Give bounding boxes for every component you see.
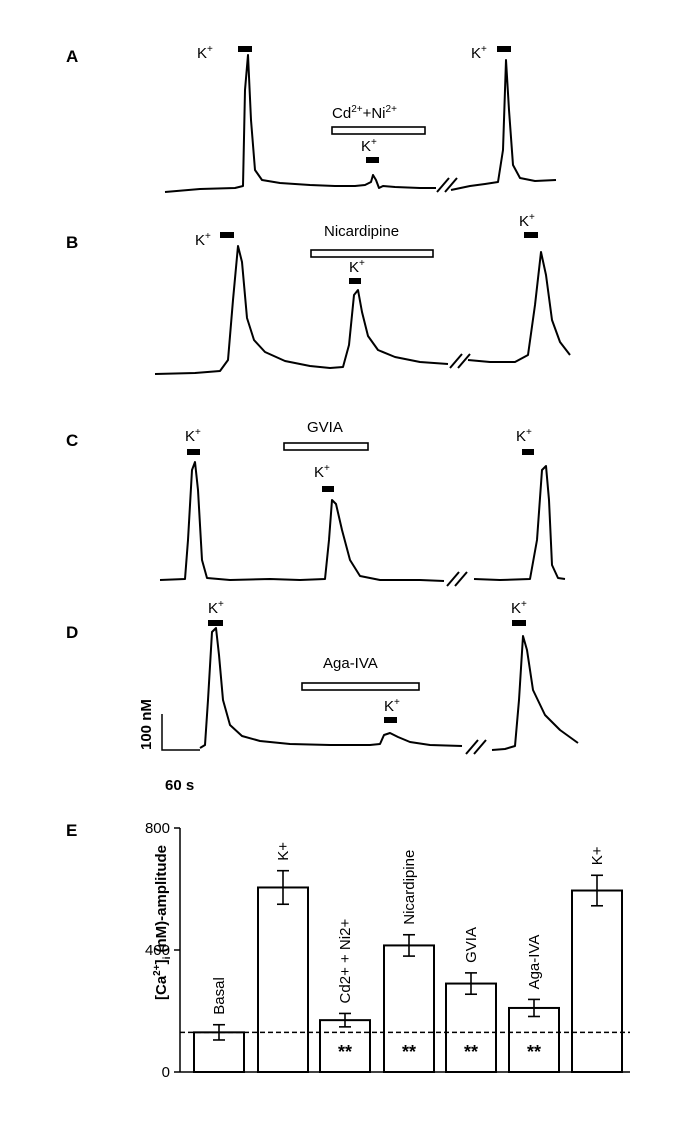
panel-a-k-pulse-1: [238, 46, 252, 52]
panel-d-drug-bar: [301, 682, 420, 691]
panel-c-k-label-3: K+: [516, 427, 532, 445]
panel-a-trace-1: [164, 54, 436, 193]
panel-d-k-pulse-3: [512, 620, 526, 626]
panel-b-k-label-1: K+: [195, 231, 211, 249]
panel-c-letter: C: [66, 431, 78, 450]
panel-b-k-pulse-1: [220, 232, 234, 238]
panel-a-k-pulse-3: [497, 46, 511, 52]
category-label: Basal: [211, 977, 228, 1015]
panel-d-k-pulse-1: [208, 620, 223, 626]
significance-label: **: [402, 1042, 416, 1062]
scale-bar: 100 nM 60 s: [138, 699, 200, 794]
panel-d-trace-2: [491, 635, 579, 751]
panel-c-break-2: [454, 571, 468, 587]
panel-a-break-1: [436, 177, 450, 193]
panel-b-break-1: [449, 353, 463, 369]
panel-a-break-2: [444, 177, 458, 193]
panel-b-trace-1: [154, 245, 449, 375]
panel-c-k-label-2: K+: [314, 463, 330, 481]
y-axis-label: [Ca2+]i (nM)-amplitude: [152, 845, 173, 1000]
bar-1: [257, 886, 309, 1073]
y-tick-label: 0: [162, 1064, 170, 1081]
category-label: Cd2+ + Ni2+: [337, 919, 354, 1004]
bar-6: [571, 889, 623, 1074]
panel-c-trace-2: [473, 465, 566, 581]
panel-c-k-pulse-2: [322, 486, 334, 492]
panel-a-letter: A: [66, 47, 78, 66]
category-label: K+: [275, 842, 292, 861]
panel-c-break-1: [446, 571, 460, 587]
panel-a-trace-2: [450, 59, 557, 191]
bar-3: [383, 944, 435, 1073]
panel-a-k-label-2: K+: [361, 137, 377, 155]
bar-2: [319, 1019, 371, 1074]
panel-d-k-pulse-2: [384, 717, 397, 723]
y-tick-label: 400: [145, 942, 170, 959]
category-label: GVIA: [463, 927, 480, 963]
panel-d-break-1: [465, 739, 479, 755]
significance-label: **: [464, 1042, 478, 1062]
bar-5: [508, 1006, 560, 1074]
panel-a-drug-label: Cd2++Ni2+: [332, 104, 397, 122]
panel-b-letter: B: [66, 233, 78, 252]
panel-d-trace-1: [199, 627, 463, 749]
panel-d-k-label-2: K+: [384, 697, 400, 715]
panel-a-k-label-3: K+: [471, 44, 487, 62]
panel-c-k-label-1: K+: [185, 427, 201, 445]
panel-e-letter: E: [66, 821, 77, 840]
category-label: Nicardipine: [401, 850, 418, 925]
panel-b-k-pulse-2: [349, 278, 361, 284]
panel-a-k-pulse-2: [366, 157, 379, 163]
panel-c-drug-bar: [283, 442, 369, 451]
panel-c-trace-1: [159, 461, 445, 582]
panel-d-k-label-3: K+: [511, 599, 527, 617]
scale-bar-x-label: 60 s: [165, 777, 194, 794]
category-label: K+: [589, 846, 606, 865]
panel-d-break-2: [473, 739, 487, 755]
panel-c-k-pulse-1: [187, 449, 200, 455]
panel-c-drug-label: GVIA: [307, 419, 343, 436]
significance-label: **: [338, 1042, 352, 1062]
y-tick-label: 800: [145, 820, 170, 837]
panel-b-trace-2: [467, 251, 571, 363]
panel-c-k-pulse-3: [522, 449, 534, 455]
panel-a-drug-bar: [331, 126, 426, 135]
significance-label: **: [527, 1042, 541, 1062]
category-label: Aga-IVA: [526, 935, 543, 990]
panel-d-k-label-1: K+: [208, 599, 224, 617]
panel-b-k-label-3: K+: [519, 212, 535, 230]
panel-c: C K+ GVIA K+ K+: [66, 419, 566, 587]
panel-b-drug-bar: [310, 249, 434, 258]
scale-bar-y-label: 100 nM: [138, 699, 155, 750]
panel-d: D K+ Aga-IVA K+ K+: [66, 599, 579, 755]
panel-b-break-2: [457, 353, 471, 369]
panel-b-k-label-2: K+: [349, 258, 365, 276]
panel-d-letter: D: [66, 623, 78, 642]
panel-a-k-label-1: K+: [197, 44, 213, 62]
panel-b: B K+ Nicardipine K+ K+: [66, 212, 571, 375]
scale-bar-lines: [161, 714, 200, 751]
panel-b-k-pulse-3: [524, 232, 538, 238]
panel-a: A K+ Cd2++Ni2+ K+ K+: [66, 44, 557, 193]
panel-b-drug-label: Nicardipine: [324, 223, 399, 240]
bar-4: [445, 982, 497, 1073]
panel-d-drug-label: Aga-IVA: [323, 655, 378, 672]
